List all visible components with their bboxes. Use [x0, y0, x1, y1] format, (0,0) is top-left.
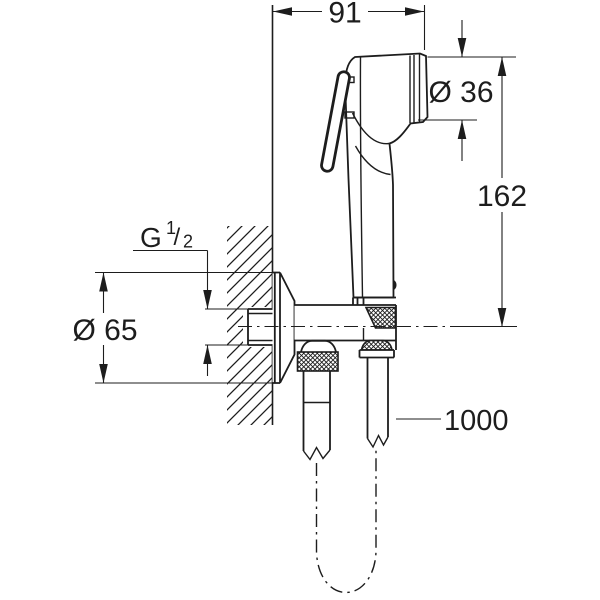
left-outlet [296, 339, 339, 461]
dimension-hose-length-1000: 1000 [396, 405, 509, 437]
right-outlet [358, 339, 395, 449]
right-hose-break [366, 433, 389, 449]
dimension-head-diameter-label: Ø 36 [428, 76, 493, 109]
dimension-height-162: 162 [477, 57, 527, 327]
thread-label-g: G [140, 222, 162, 253]
dimension-height-label: 162 [477, 180, 527, 213]
right-hose [366, 357, 389, 439]
trigger-link-bottom [344, 111, 355, 119]
left-hose-break [302, 446, 331, 461]
coupling-nut [364, 306, 397, 329]
hose-loop-dashed [315, 449, 377, 594]
dimension-escutcheon-label: Ø 65 [72, 314, 137, 347]
dimension-thread-g12: G 1 / 2 [133, 218, 248, 376]
escutcheon [272, 271, 296, 384]
dimension-width-91: 91 [273, 0, 426, 50]
dimension-hose-length-label: 1000 [444, 405, 509, 437]
hand-shower [320, 52, 429, 299]
dimension-head-diameter-36: Ø 36 [418, 20, 516, 161]
left-hose [302, 371, 331, 451]
thread-label-numerator: 1 [166, 218, 176, 238]
spray-face-lines [409, 54, 421, 123]
dimension-width-label: 91 [328, 0, 361, 30]
thread-label-slash: / [174, 224, 181, 251]
trigger-lever [320, 70, 351, 173]
dimension-escutcheon-diameter-65: Ø 65 [72, 271, 273, 384]
thread-label-denominator: 2 [183, 232, 193, 252]
